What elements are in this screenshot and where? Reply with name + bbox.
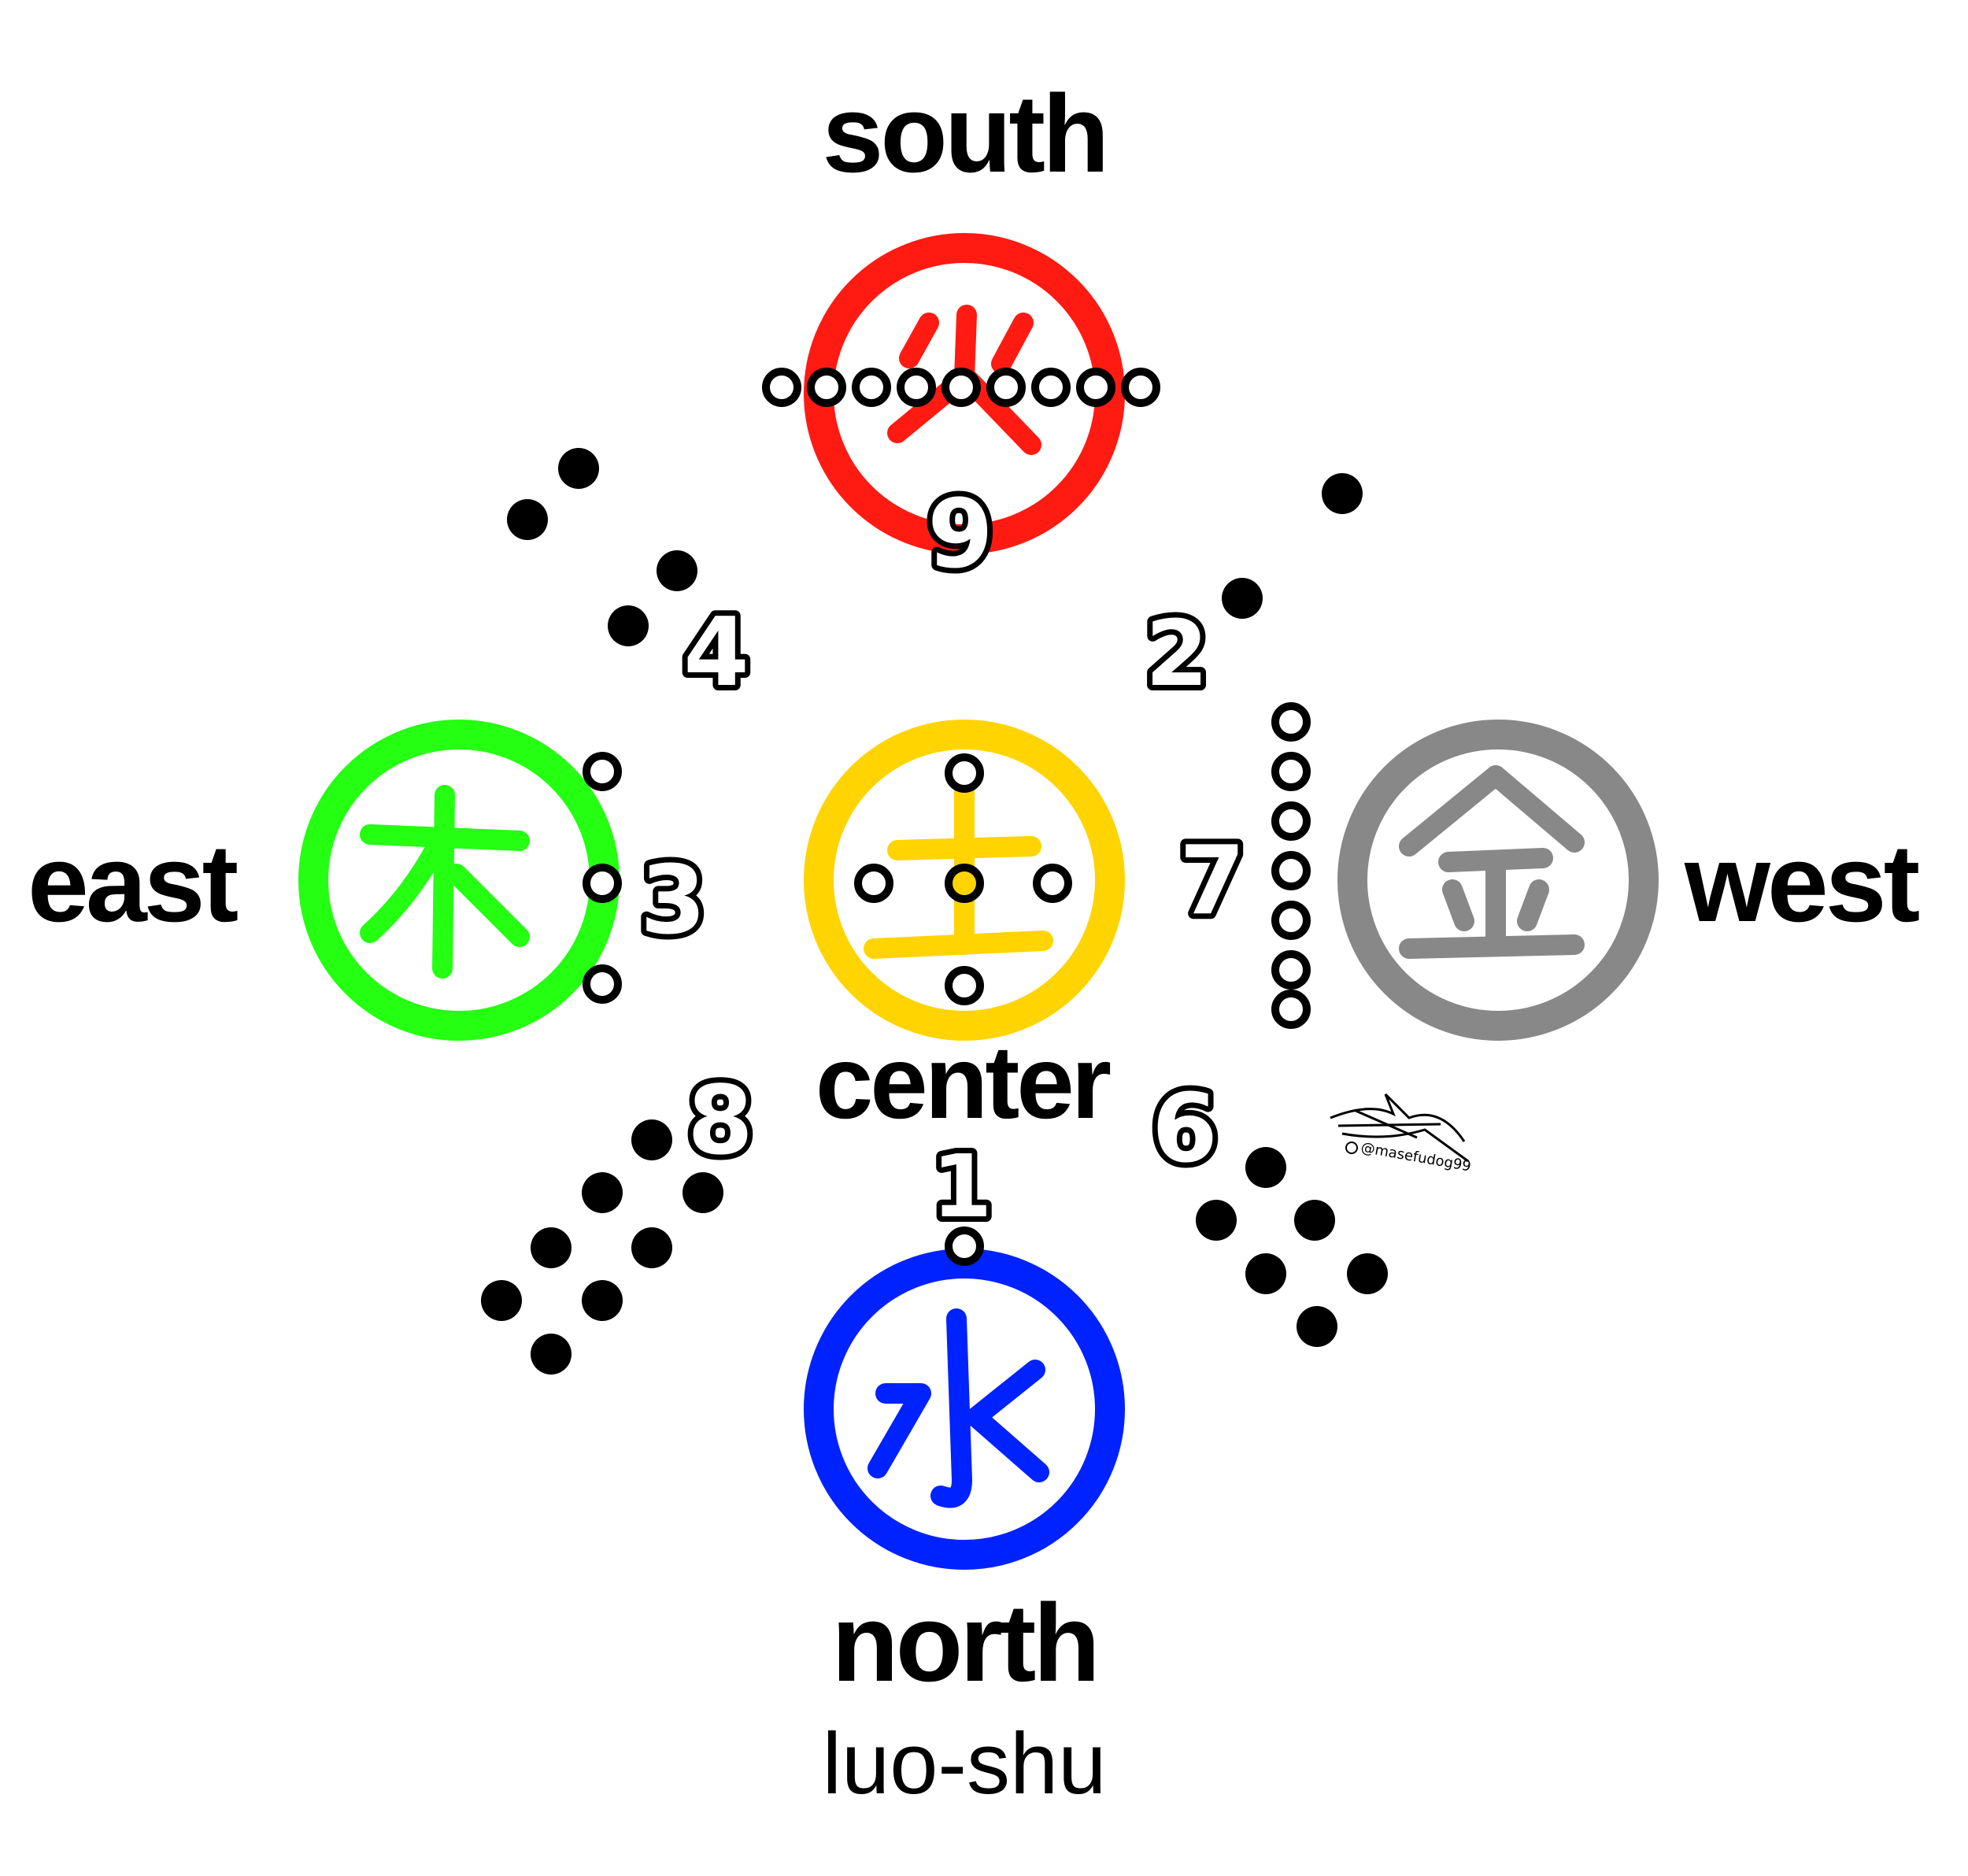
- hollow-dot: [1271, 752, 1311, 791]
- solid-dot: [1245, 1253, 1286, 1294]
- hollow-dot: [1033, 864, 1072, 903]
- solid-dot: [582, 1172, 623, 1213]
- watermark-camera-icon: [1345, 1142, 1358, 1154]
- solid-dot: [1196, 1200, 1237, 1241]
- hollow-dot: [852, 368, 891, 407]
- number-8: 8: [687, 1067, 753, 1176]
- solid-dot: [531, 1334, 572, 1375]
- number-2-group: 2: [1140, 473, 1363, 712]
- number-6: 6: [1152, 1075, 1218, 1184]
- number-8-group: 8: [481, 1061, 759, 1375]
- number-9: 9: [927, 480, 993, 590]
- hollow-dot: [897, 368, 936, 407]
- solid-dot: [631, 1119, 672, 1160]
- hollow-dot: [854, 864, 893, 903]
- fire-element: 火 9: [762, 233, 1160, 595]
- hollow-dot: [1271, 990, 1311, 1029]
- hollow-dot: [583, 864, 622, 903]
- solid-dot: [608, 605, 649, 646]
- water-glyph-icon: [867, 1308, 1049, 1508]
- wood-glyph-icon: [360, 785, 530, 979]
- solid-dot: [481, 1280, 522, 1321]
- hollow-dot: [762, 368, 801, 407]
- hollow-dot: [1076, 368, 1115, 407]
- hollow-dot: [1121, 368, 1160, 407]
- center-label: center: [816, 1024, 1111, 1140]
- hollow-dot: [1031, 368, 1071, 407]
- south-label: south: [822, 72, 1106, 195]
- number-4: 4: [683, 598, 749, 708]
- metal-glyph-icon: [1399, 765, 1585, 959]
- number-1-dots: [945, 1227, 984, 1266]
- number-4-group: 4: [507, 448, 755, 713]
- hollow-dot: [945, 753, 984, 793]
- hollow-dot: [945, 966, 984, 1005]
- solid-dot: [531, 1227, 572, 1268]
- luo-shu-caption: luo-shu: [823, 1715, 1107, 1812]
- hollow-dot: [583, 964, 622, 1004]
- number-2: 2: [1145, 601, 1208, 707]
- number-6-group: 6: [1146, 1069, 1388, 1347]
- number-3: 3: [640, 846, 706, 956]
- number-1: 1: [932, 1136, 993, 1237]
- solid-dot: [1294, 1200, 1335, 1241]
- hollow-dot: [807, 368, 846, 407]
- hollow-dot: [1271, 901, 1311, 940]
- center-dot: [945, 864, 984, 903]
- hollow-dot: [1271, 702, 1311, 742]
- signature-watermark: @masefudog99: [1330, 1093, 1472, 1175]
- west-label: west: [1684, 821, 1919, 945]
- number-3-dots: [583, 752, 622, 1004]
- signature-scribble-icon: [1330, 1093, 1469, 1163]
- hollow-dot: [1271, 801, 1311, 841]
- solid-dot: [1347, 1253, 1388, 1294]
- solid-dot: [1222, 578, 1263, 619]
- number-5-dots: [854, 753, 1072, 1005]
- wood-element: 木 3: [298, 720, 712, 1041]
- number-7: 7: [1179, 827, 1245, 936]
- number-7-dots: [1271, 702, 1311, 1029]
- solid-dot: [558, 448, 599, 489]
- hollow-dot: [583, 752, 622, 791]
- solid-dot: [582, 1280, 623, 1321]
- hollow-dot: [986, 368, 1026, 407]
- solid-dot: [657, 550, 697, 591]
- solid-dot: [507, 499, 548, 540]
- earth-element: 土 5: [804, 720, 1125, 1041]
- solid-dot: [683, 1172, 723, 1213]
- hollow-dot: [945, 1227, 984, 1266]
- east-label: east: [28, 821, 238, 945]
- solid-dot: [1245, 1147, 1286, 1188]
- solid-dot: [1322, 473, 1363, 514]
- solid-dot: [1297, 1306, 1337, 1347]
- north-label: north: [831, 1581, 1097, 1704]
- water-element: 水 1: [804, 1130, 1125, 1570]
- hollow-dot: [1271, 950, 1311, 990]
- hollow-dot: [941, 368, 981, 407]
- watermark-handle: @masefudog99: [1359, 1139, 1472, 1175]
- metal-element: 金 7: [1174, 702, 1659, 1041]
- hollow-dot: [1271, 851, 1311, 890]
- number-9-dots: [762, 368, 1160, 407]
- solid-dot: [631, 1227, 672, 1268]
